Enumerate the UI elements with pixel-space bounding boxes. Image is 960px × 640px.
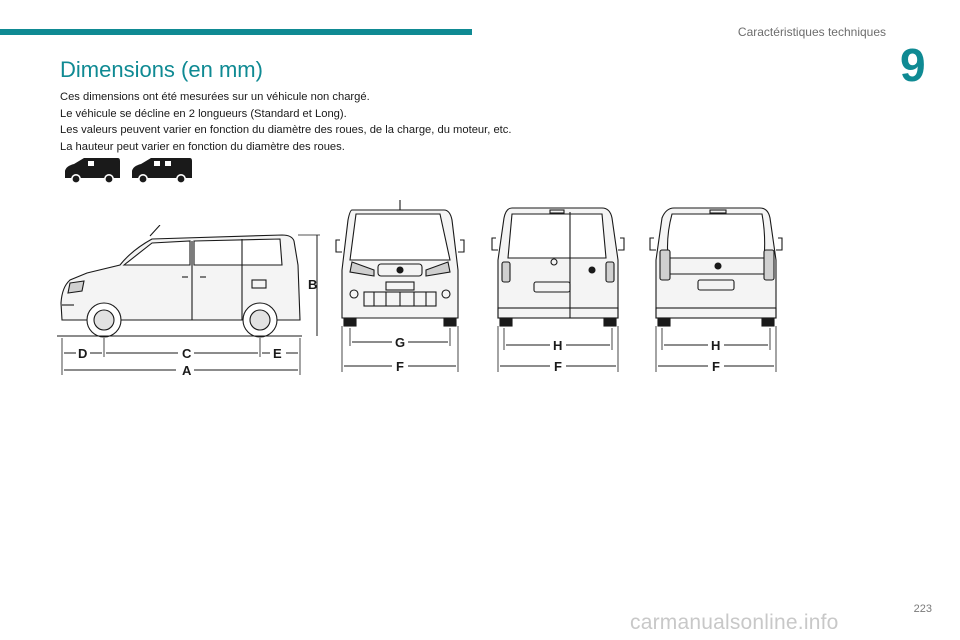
- dim-label-h: H: [553, 338, 562, 353]
- dim-label-g: G: [395, 335, 405, 350]
- intro-line: Les valeurs peuvent varier en fonction d…: [60, 124, 512, 136]
- intro-line: Ces dimensions ont été mesurées sur un v…: [60, 91, 370, 103]
- dim-label-h: H: [711, 338, 720, 353]
- version-icons: [62, 156, 194, 186]
- dim-label-a: A: [182, 363, 192, 377]
- dim-label-f: F: [712, 359, 720, 374]
- intro-line: La hauteur peut varier en fonction du di…: [60, 140, 345, 153]
- intro-text: Ces dimensions ont été mesurées sur un v…: [60, 89, 620, 155]
- side-view-figure: B D C E A: [52, 225, 324, 377]
- dim-label-e: E: [273, 346, 282, 361]
- page-title: Dimensions (en mm): [60, 57, 263, 82]
- dim-label-d: D: [78, 346, 87, 361]
- watermark: carmanualsonline.info: [630, 611, 839, 634]
- dim-label-f: F: [554, 359, 562, 374]
- page-number: 223: [913, 603, 932, 615]
- header-accent-bar: [0, 29, 472, 35]
- long-length-van-icon: [132, 158, 192, 184]
- section-title: Caractéristiques techniques: [737, 25, 886, 39]
- front-view-figure: G F: [334, 200, 466, 376]
- chapter-number: 9: [900, 39, 926, 91]
- dim-label-c: C: [182, 346, 192, 361]
- dim-label-b: B: [308, 277, 317, 292]
- dim-label-f: F: [396, 359, 404, 374]
- rear-doors-view-figure: H F: [490, 200, 626, 376]
- standard-length-van-icon: [65, 158, 120, 184]
- intro-line: Le véhicule se décline en 2 longueurs (S…: [60, 107, 347, 120]
- rear-tailgate-view-figure: H F: [648, 200, 788, 376]
